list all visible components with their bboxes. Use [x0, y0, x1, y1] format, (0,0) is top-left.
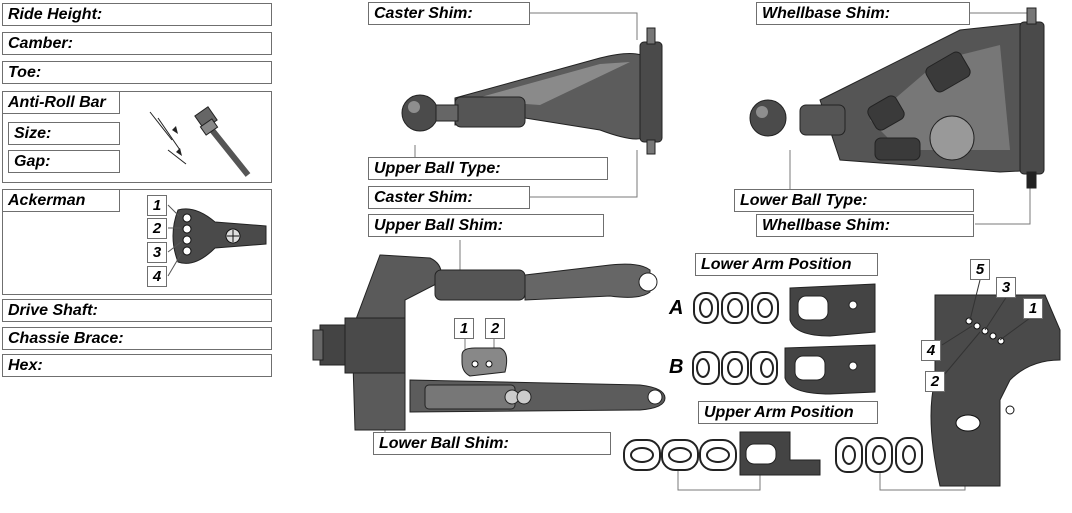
lower-arm-position-label: Lower Arm Position — [695, 253, 878, 276]
caster-shim-bottom-label: Caster Shim: — [368, 186, 530, 209]
whellbase-shim-top-label: Whellbase Shim: — [756, 2, 970, 25]
hex-label: Hex: — [2, 354, 272, 377]
bracket-number-5: 5 — [970, 259, 990, 280]
caster-shim-top-label: Caster Shim: — [368, 2, 530, 25]
chassie-brace-label: Chassie Brace: — [2, 327, 272, 350]
steering-bracket — [930, 279, 1061, 487]
ride-height-label: Ride Height: — [2, 3, 272, 26]
upper-arm-position-parts — [623, 437, 923, 473]
lower-a-arm — [749, 7, 1045, 189]
caster-shim-bottom-leader — [530, 150, 638, 198]
caster-shim-top-leader — [530, 12, 638, 40]
hub-assembly — [312, 254, 666, 431]
upper-ball-type-label: Upper Ball Type: — [368, 157, 608, 180]
lower-arm-position-brackets — [784, 283, 876, 395]
bracket-number-2: 2 — [925, 371, 945, 392]
ackerman-label: Ackerman — [2, 189, 120, 212]
ackerman-arm — [167, 204, 267, 277]
lower-ball-shim-label: Lower Ball Shim: — [373, 432, 611, 455]
bracket-number-1: 1 — [1023, 298, 1043, 319]
arb-gap-label: Gap: — [8, 150, 120, 173]
whellbase-shim-bottom-leader — [975, 175, 1031, 225]
bracket-number-4: 4 — [921, 340, 941, 361]
lower-ball-type-label: Lower Ball Type: — [734, 189, 974, 212]
arb-size-label: Size: — [8, 122, 120, 145]
upper-a-arm — [401, 27, 663, 155]
row-b-label: B — [669, 356, 684, 378]
hub-shim-number-1: 1 — [454, 318, 474, 339]
ackerman-number-3: 3 — [147, 242, 167, 263]
lower-arm-position-parts — [692, 292, 779, 385]
whellbase-shim-bottom-label: Whellbase Shim: — [756, 214, 974, 237]
drive-shaft-label: Drive Shaft: — [2, 299, 272, 322]
upper-arm-position-bracket — [739, 431, 821, 476]
bracket-number-3: 3 — [996, 277, 1016, 298]
ackerman-number-1: 1 — [147, 195, 167, 216]
anti-roll-bar-detail — [149, 106, 251, 177]
camber-label: Camber: — [2, 32, 272, 55]
hub-shim-number-2: 2 — [485, 318, 505, 339]
ackerman-number-4: 4 — [147, 266, 167, 287]
ackerman-number-2: 2 — [147, 218, 167, 239]
upper-position-leader-left — [677, 470, 761, 491]
upper-ball-shim-label: Upper Ball Shim: — [368, 214, 604, 237]
toe-label: Toe: — [2, 61, 272, 84]
anti-roll-bar-label: Anti-Roll Bar — [2, 91, 120, 114]
row-a-label: A — [669, 297, 684, 319]
upper-arm-position-label: Upper Arm Position — [698, 401, 878, 424]
